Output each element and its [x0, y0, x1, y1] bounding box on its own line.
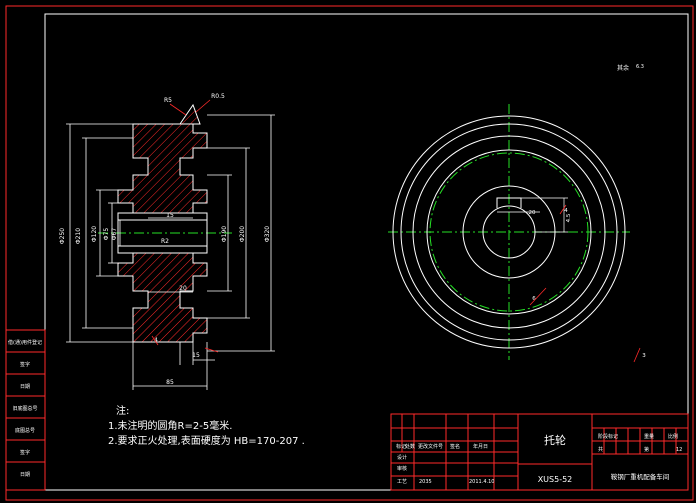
- side-item: 旧底图总号: [12, 405, 37, 412]
- inner-frame: [44, 13, 689, 491]
- side-item: 日期: [20, 384, 30, 390]
- hatched-section-upper: [117, 123, 208, 214]
- title-block[interactable]: [390, 413, 689, 491]
- front-view[interactable]: 20 4.5 4 6 3 其余 6.3: [388, 64, 646, 363]
- note-line-1: 1.未注明的圆角R=2-5毫米.: [108, 421, 233, 432]
- dim-label: 20: [179, 285, 187, 292]
- side-item: 底图总号: [15, 427, 35, 434]
- side-item: 签字: [20, 361, 30, 368]
- roughness-mark: 4: [154, 337, 158, 344]
- roughness-note-label: 其余: [617, 64, 629, 72]
- dim-label: 85: [166, 379, 174, 386]
- dim-label: Φ210: [75, 228, 82, 244]
- dim-label: Φ200: [239, 226, 246, 242]
- drawing-number: XUS5-52: [538, 475, 573, 484]
- outer-frame: [5, 5, 694, 501]
- part-name: 托轮: [544, 433, 566, 447]
- dim-label: Φ67: [111, 228, 118, 241]
- note-line-2: 2.要求正火处理,表面硬度为 HB=170-207 .: [108, 436, 305, 447]
- tb-role: 设计: [397, 454, 407, 461]
- dim-label: Φ190: [221, 226, 228, 242]
- section-view[interactable]: Φ250 Φ210 Φ120 Φ75 Φ67 Φ320 Φ200 Φ190 85…: [59, 93, 275, 390]
- dim-label: Φ250: [59, 228, 66, 244]
- tb-label: 签名: [450, 443, 460, 450]
- dim-label: Φ75: [103, 228, 110, 241]
- tb-role: 工艺: [397, 479, 407, 485]
- roughness-mark: 4: [564, 208, 568, 214]
- dim-label: 20: [529, 210, 536, 216]
- dim-label: Φ320: [264, 226, 271, 242]
- tb-label: 更改文件号: [418, 443, 443, 450]
- side-register-panel: 借(通)用件登记 签字 日期 旧底图总号 底图总号 签字 日期: [5, 329, 46, 491]
- dim-label: R2: [161, 238, 169, 245]
- roughness-mark: 6: [532, 296, 536, 302]
- tb-label: 共: [598, 446, 603, 453]
- company-name: 鞍钢厂重机配备车间: [611, 472, 670, 481]
- tb-label: 处数: [405, 443, 415, 450]
- dim-label: R0.5: [211, 93, 225, 100]
- dim-label: Φ120: [91, 226, 98, 242]
- dim-label: 15: [192, 352, 200, 359]
- side-item: 签字: [20, 449, 30, 456]
- tb-label: 比例: [668, 433, 678, 440]
- tb-label: 年月日: [473, 443, 488, 450]
- technical-notes: 注: 1.未注明的圆角R=2-5毫米. 2.要求正火处理,表面硬度为 HB=17…: [108, 404, 305, 449]
- notes-title: 注:: [116, 406, 130, 417]
- dim-label: R5: [164, 97, 172, 104]
- tb-label: 标记: [396, 443, 406, 450]
- tb-label: 阶段标记: [598, 433, 618, 440]
- tb-label: 第: [644, 446, 649, 453]
- hatched-section-lower: [117, 252, 208, 343]
- tb-role: 审核: [397, 465, 407, 472]
- tb-sheet: 12: [676, 447, 682, 453]
- tb-label: 重量: [644, 433, 654, 440]
- side-item: 借(通)用件登记: [8, 339, 42, 346]
- tb-year: 2035: [419, 479, 432, 485]
- dim-label: 15: [166, 212, 174, 219]
- side-item: 日期: [20, 472, 30, 478]
- dim-label: 4.5: [566, 213, 572, 222]
- roughness-mark: 3: [642, 353, 646, 359]
- roughness-note-value: 6.3: [636, 64, 644, 70]
- tb-date: 2011.4.10: [469, 479, 494, 485]
